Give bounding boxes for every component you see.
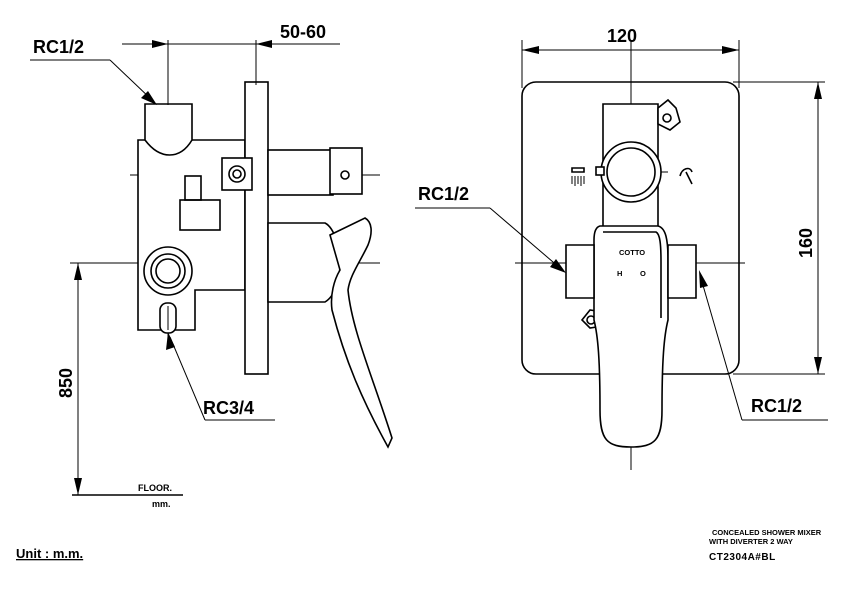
diverter-stem — [267, 149, 334, 196]
bottom-outlet-ring-inner — [150, 253, 186, 289]
height2-arrow-top — [814, 82, 822, 99]
floor-unit: mm. — [152, 499, 171, 509]
side-view: 50-60 RC1/2 RC3/4 850 FLOOR. mm. — [30, 22, 393, 509]
height-arrow-top — [74, 263, 82, 280]
shower-head-icon — [571, 166, 605, 186]
rc-right-leader — [699, 274, 743, 421]
front-lever-handle — [593, 225, 669, 448]
unit-label: Unit : m.m. — [16, 546, 83, 561]
floor-label: FLOOR. — [138, 483, 172, 493]
front-lever-inner — [603, 231, 662, 318]
height-label: 850 — [56, 368, 76, 398]
rc-right-label: RC1/2 — [751, 396, 802, 416]
product-line1: CONCEALED SHOWER MIXER — [712, 528, 822, 537]
footer: Unit : m.m. CONCEALED SHOWER MIXER WITH … — [16, 528, 822, 563]
wall-plate — [244, 81, 269, 375]
rc-top-label: RC1/2 — [33, 37, 84, 57]
rc-top-leader — [109, 59, 153, 101]
model-code: CT2304A#BL — [709, 552, 776, 563]
height-arrow-bottom — [74, 478, 82, 495]
diverter-knob-dot — [340, 170, 350, 180]
top-bracket-hole — [662, 113, 672, 123]
lever-wing-left — [565, 244, 595, 299]
diverter-ring — [600, 141, 662, 203]
height2-label: 160 — [796, 228, 816, 258]
inner-block — [179, 199, 221, 231]
width-arrow-right — [722, 46, 739, 54]
rc-bottom-label: RC3/4 — [203, 398, 254, 418]
height2-arrow-bottom — [814, 357, 822, 374]
outlet-fitting-ring — [228, 165, 246, 183]
rc-top-arrow — [141, 91, 157, 105]
bottom-outlet-hole — [155, 258, 181, 284]
front-view: COTTO H O 120 160 RC1/2 RC1/2 — [415, 26, 828, 470]
outlet-fitting-hole — [232, 169, 242, 179]
rc-bottom-arrow — [166, 332, 175, 350]
depth-label: 50-60 — [280, 22, 326, 42]
cold-mark: O — [640, 269, 646, 278]
depth-arrow-right — [256, 40, 272, 48]
rc-left-label: RC1/2 — [418, 184, 469, 204]
width-label: 120 — [607, 26, 637, 46]
rc-bottom-leader — [169, 336, 206, 421]
top-inlet-pipe — [144, 103, 193, 156]
product-line2: WITH DIVERTER 2 WAY — [709, 537, 793, 546]
rc-right-arrow — [699, 270, 708, 288]
rc-left-leader — [489, 207, 561, 269]
hand-shower-icon — [679, 167, 693, 185]
depth-arrow-left — [152, 40, 168, 48]
outlet-fitting — [221, 157, 253, 191]
lever-wing-right — [667, 244, 697, 299]
hot-mark: H — [617, 269, 622, 278]
diverter-ring-inner — [606, 147, 656, 197]
width-arrow-left — [522, 46, 539, 54]
lever-handle — [329, 217, 393, 449]
inner-block-detail — [184, 175, 202, 201]
rc-left-arrow — [550, 259, 566, 273]
brand-mark: COTTO — [619, 248, 645, 257]
